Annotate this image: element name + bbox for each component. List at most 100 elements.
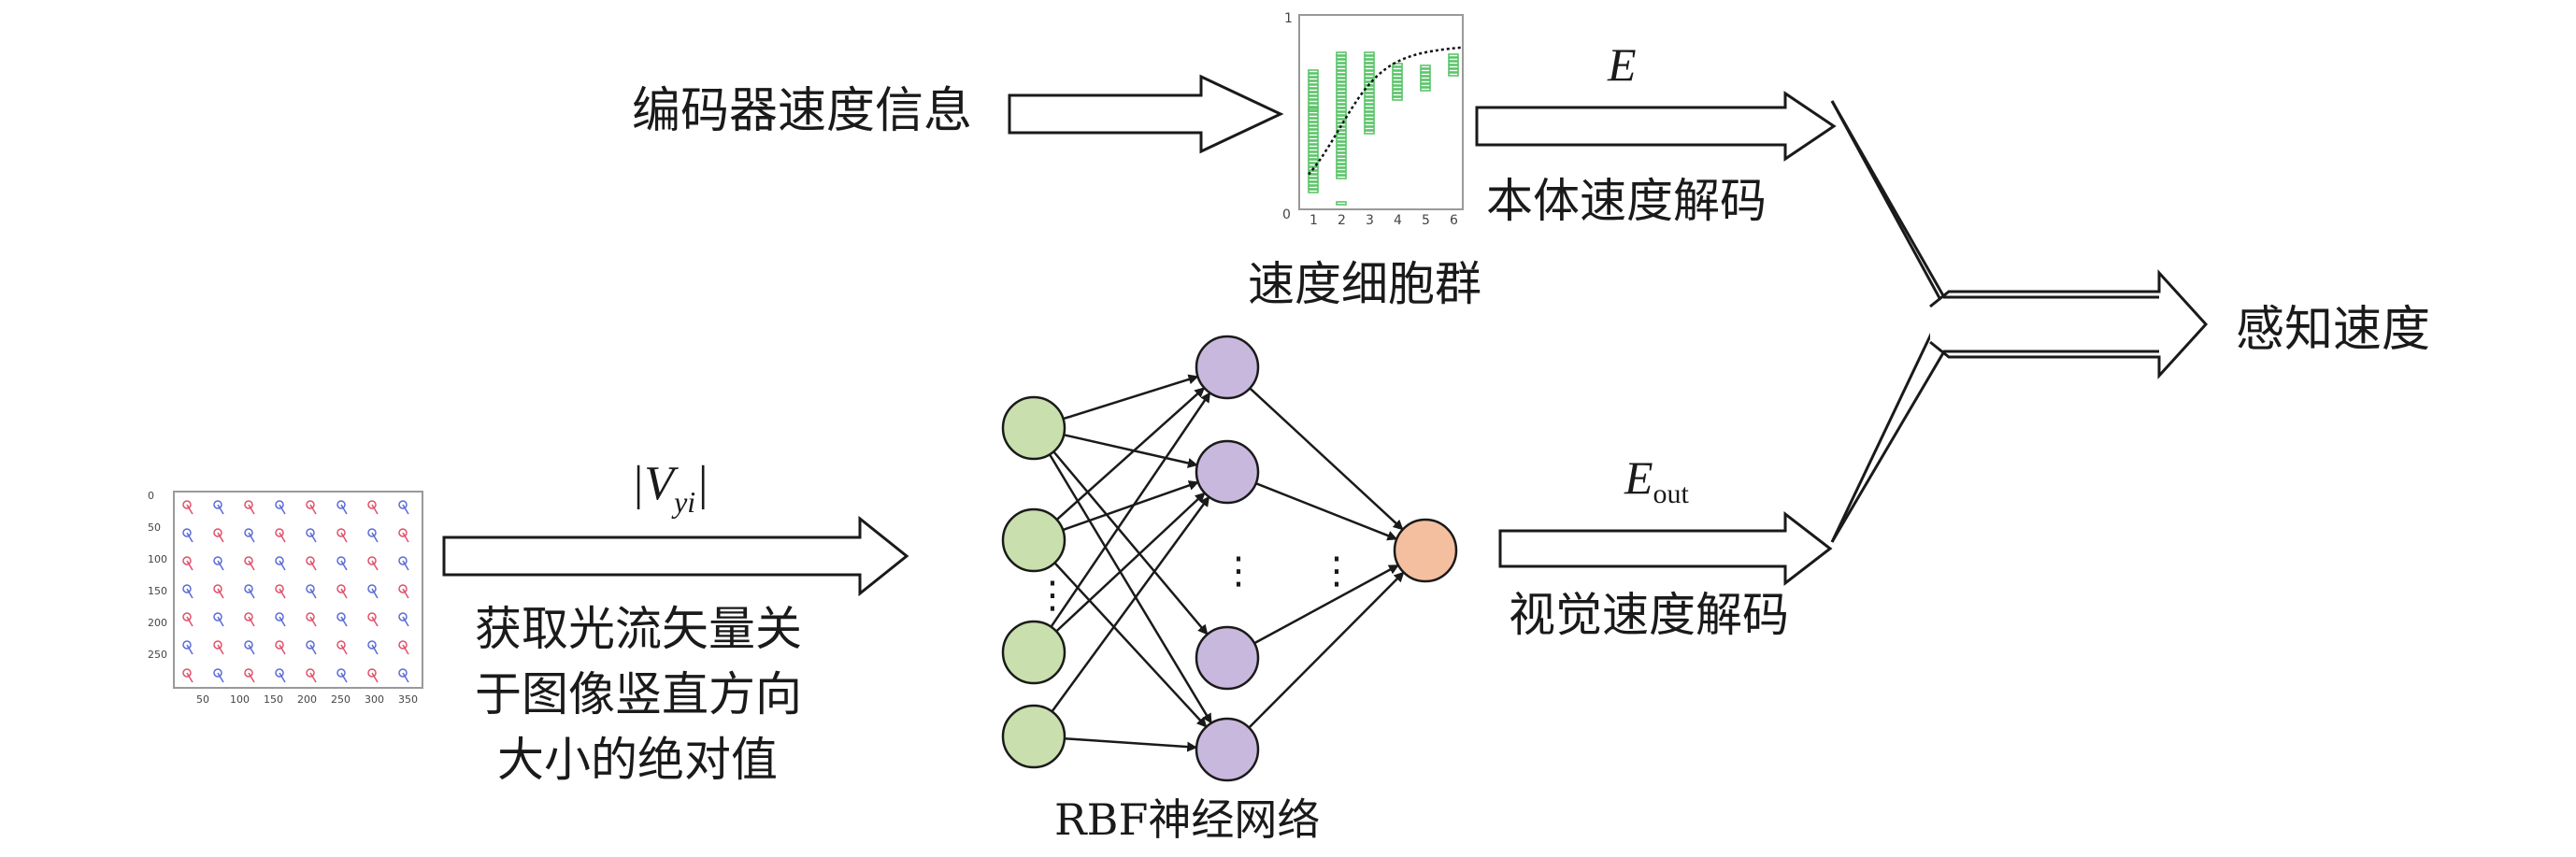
- speed-plot-xtick: 6: [1450, 213, 1458, 228]
- speed-cell-marker: [1336, 164, 1347, 168]
- flow-vector: [217, 504, 224, 515]
- flow-vector: [340, 560, 348, 571]
- flow-vector: [186, 588, 193, 599]
- speed-cell-marker: [1364, 78, 1375, 82]
- flow-vector-marker: [398, 500, 408, 509]
- flow-vector-marker: [213, 668, 222, 678]
- flow-vector: [340, 532, 348, 543]
- rbf-output-node: [1393, 518, 1458, 583]
- speed-cell-marker: [1308, 107, 1319, 112]
- rbf-edge: [1055, 492, 1206, 633]
- speed-cell-marker: [1308, 114, 1319, 119]
- flow-plot-xtick: 300: [365, 693, 384, 706]
- speed-cell-marker: [1364, 96, 1375, 101]
- flow-vector-marker: [213, 528, 222, 537]
- proprio-arrow: [1475, 91, 1837, 162]
- flow-vector: [217, 588, 224, 599]
- flow-vector: [186, 672, 193, 683]
- speed-cell-marker: [1364, 93, 1375, 97]
- flow-vector-marker: [182, 668, 192, 678]
- speed-cell-marker: [1336, 201, 1347, 206]
- speed-plot-xtick: 2: [1338, 213, 1346, 228]
- rbf-edge: [1253, 564, 1399, 645]
- input-ellipsis: ⋮: [1034, 574, 1071, 617]
- speed-cell-marker: [1392, 89, 1403, 93]
- rbf-edge: [1255, 481, 1398, 541]
- flow-plot-marks: [182, 500, 409, 683]
- flow-vector-marker: [367, 584, 377, 593]
- speed-cell-marker: [1336, 137, 1347, 142]
- speed-cell-marker: [1364, 111, 1375, 116]
- flow-vector: [371, 560, 379, 571]
- flow-vector: [402, 616, 409, 627]
- flow-desc-line-3: 大小的绝对值: [497, 733, 778, 787]
- flow-vector: [279, 504, 286, 515]
- flow-vector-marker: [336, 528, 346, 537]
- speed-cell-marker: [1392, 70, 1403, 75]
- speed-cell-marker: [1448, 53, 1459, 58]
- flow-vector: [279, 644, 286, 655]
- speed-cell-marker: [1308, 189, 1319, 193]
- speed-cell-marker: [1308, 163, 1319, 167]
- speed-cells-label: 速度细胞群: [1248, 257, 1481, 311]
- rbf-edge: [1062, 480, 1199, 532]
- speed-cell-marker: [1364, 55, 1375, 60]
- flow-vector-marker: [182, 640, 192, 650]
- speed-cell-marker: [1308, 185, 1319, 190]
- flow-vector-marker: [398, 640, 408, 650]
- speed-cell-marker: [1308, 148, 1319, 152]
- speed-cell-marker: [1308, 155, 1319, 160]
- speed-cell-marker: [1364, 89, 1375, 93]
- flow-vector: [248, 504, 255, 515]
- rbf-edge: [1055, 387, 1206, 521]
- flow-plot-xtick: 150: [264, 693, 283, 706]
- speed-cell-marker: [1336, 167, 1347, 172]
- speed-cell-marker: [1392, 78, 1403, 82]
- flow-vector-marker: [306, 640, 315, 650]
- flow-plot-ytick: 200: [148, 617, 167, 629]
- flow-vector-marker: [367, 500, 377, 509]
- flow-vector-marker: [244, 612, 253, 621]
- speed-cell-marker: [1364, 122, 1375, 127]
- speed-cell-marker: [1336, 134, 1347, 138]
- speed-cell-marker: [1448, 72, 1459, 77]
- speed-cell-marker: [1336, 119, 1347, 123]
- flow-plot-frame: [173, 491, 423, 689]
- flow-vector: [402, 644, 409, 655]
- flow-plot-xtick: 200: [297, 693, 317, 706]
- flow-vector: [186, 532, 193, 543]
- speed-cell-marker: [1420, 83, 1431, 88]
- flow-vector-marker: [398, 584, 408, 593]
- speed-plot-xtick: 4: [1394, 213, 1402, 228]
- speed-cell-marker: [1336, 70, 1347, 75]
- flow-arrow: [442, 515, 909, 597]
- flow-vector-marker: [367, 612, 377, 621]
- flow-vector-marker: [398, 668, 408, 678]
- vy-label: |Vyi|: [631, 457, 708, 519]
- rbf-label: RBF神经网络: [1054, 794, 1320, 845]
- flow-vector: [402, 672, 409, 683]
- rbf-network: ⋮ ⋮ ⋮: [1001, 335, 1458, 782]
- speed-cell-marker: [1448, 64, 1459, 69]
- flow-vector-marker: [244, 556, 253, 565]
- flow-vector-marker: [336, 640, 346, 650]
- speed-plot-frame: [1298, 14, 1464, 210]
- speed-cell-marker: [1364, 100, 1375, 105]
- speed-plot-xtick: 3: [1366, 213, 1374, 228]
- flow-vector: [279, 588, 286, 599]
- flow-vector: [371, 672, 379, 683]
- speed-cell-marker: [1336, 111, 1347, 116]
- speed-cell-marker: [1392, 66, 1403, 71]
- speed-cell-marker: [1308, 99, 1319, 104]
- flow-vector: [371, 504, 379, 515]
- flow-vector-marker: [367, 556, 377, 565]
- flow-vector: [402, 560, 409, 571]
- speed-cell-marker: [1364, 119, 1375, 123]
- flow-plot-xtick: 100: [230, 693, 250, 706]
- speed-cell-marker: [1364, 59, 1375, 64]
- flow-vector-marker: [275, 612, 284, 621]
- flow-vector-marker: [398, 528, 408, 537]
